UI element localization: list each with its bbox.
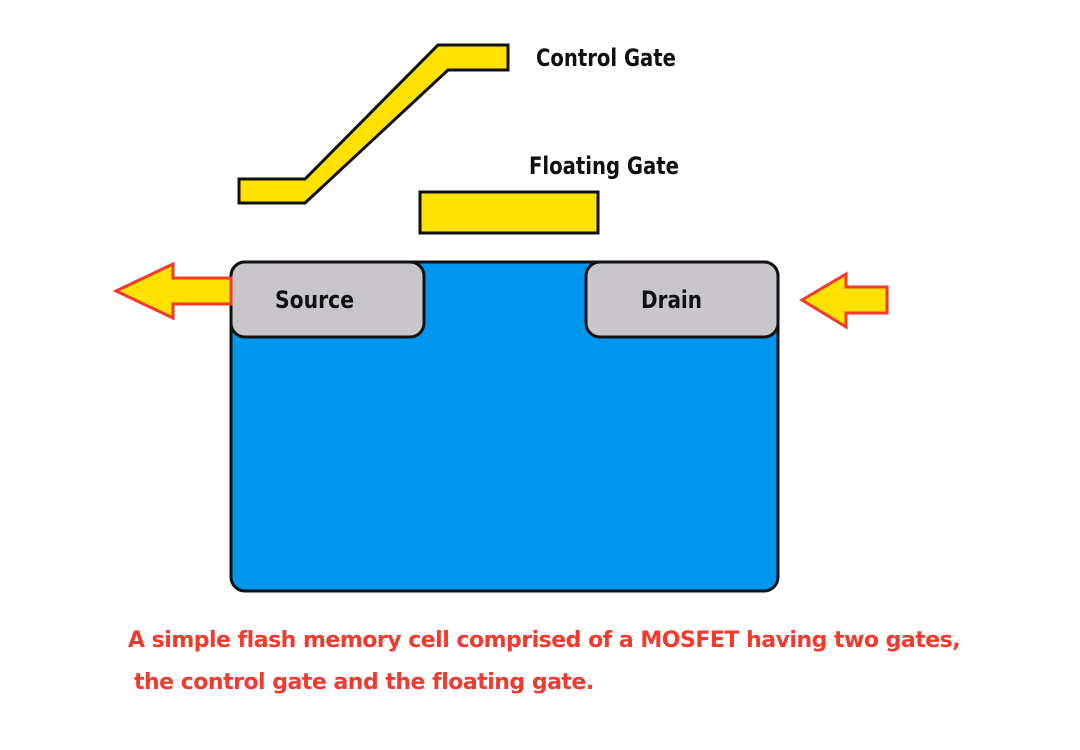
caption-line-2: the control gate and the floating gate. xyxy=(134,670,594,695)
source-label: Source xyxy=(275,286,354,314)
control-gate-label: Control Gate xyxy=(536,44,676,72)
drain-region xyxy=(584,260,780,339)
substrate xyxy=(229,260,780,593)
floating-gate xyxy=(418,190,600,235)
caption-line-1: A simple flash memory cell comprised of … xyxy=(128,628,961,653)
source-arrow-left-icon xyxy=(112,261,233,321)
drain-arrow-left-icon xyxy=(799,271,889,330)
floating-gate-label: Floating Gate xyxy=(529,152,679,180)
control-gate xyxy=(237,43,510,205)
diagram-caption: A simple flash memory cell comprised of … xyxy=(128,620,961,704)
drain-label: Drain xyxy=(641,286,702,314)
